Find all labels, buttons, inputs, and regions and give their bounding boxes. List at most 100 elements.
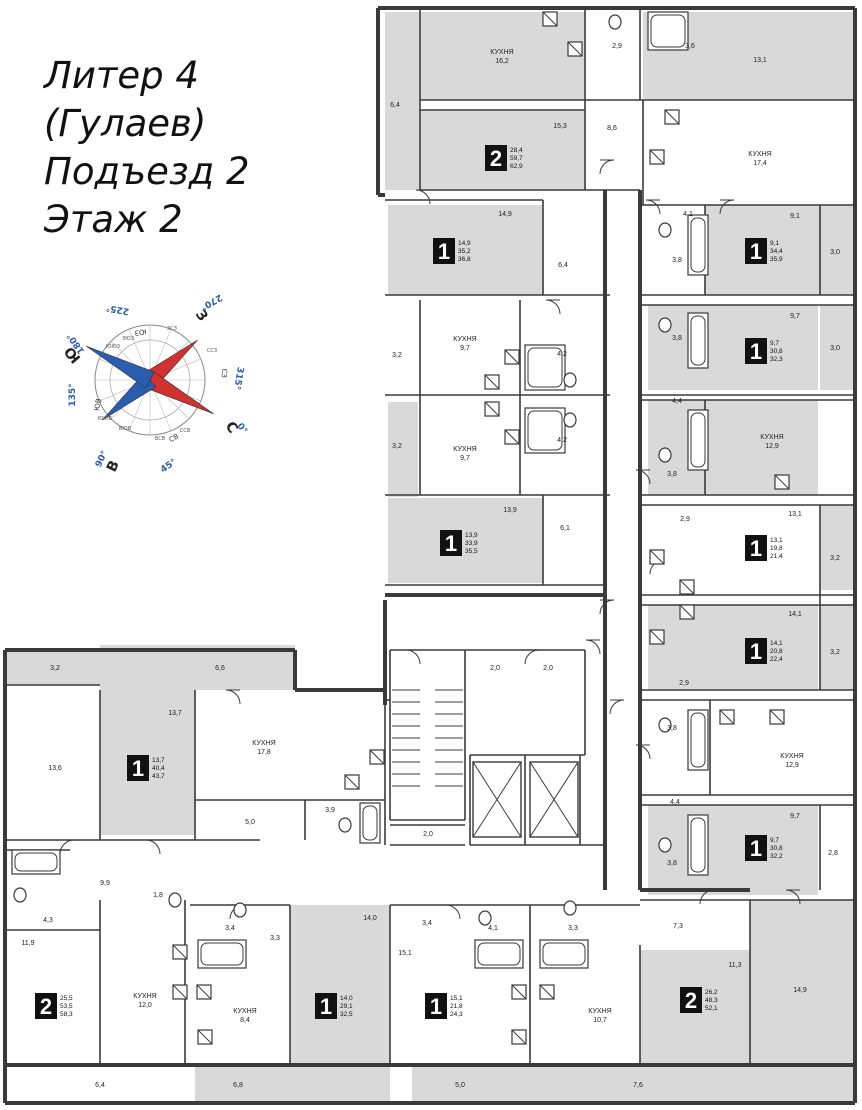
- apartment-area: 33,9: [465, 540, 478, 547]
- compass-degree: 270°: [198, 292, 223, 312]
- room-fills: [5, 12, 855, 1103]
- room-count: 1: [750, 239, 762, 264]
- room-count: 1: [320, 994, 332, 1019]
- apartment-area: 35,2: [458, 248, 471, 255]
- toilet: [478, 910, 492, 926]
- bathtub-inner: [14, 852, 58, 872]
- room-area: 5,0: [245, 819, 255, 826]
- room-area: 9,1: [790, 213, 800, 220]
- room-name: КУХНЯ: [588, 1008, 611, 1015]
- room-fill: [648, 305, 818, 390]
- room-count-badge: [315, 993, 337, 1019]
- door-swing: [635, 744, 651, 760]
- room-area: 4,1: [488, 925, 498, 932]
- elevator-cross: [472, 761, 522, 838]
- room-fill: [820, 605, 855, 690]
- bathtub: [359, 802, 381, 844]
- bathtub-inner: [690, 817, 706, 873]
- bathtub-inner: [362, 805, 378, 841]
- elevator-shaft: [529, 761, 579, 838]
- door-swing: [609, 699, 625, 715]
- room-fill: [412, 1065, 532, 1103]
- room-area: 3,3: [568, 925, 578, 932]
- compass-minor: ВЮВ: [119, 426, 132, 432]
- room-area: 3,3: [270, 935, 280, 942]
- room-count: 1: [750, 639, 762, 664]
- room-area: 1,8: [153, 892, 163, 899]
- compass-degree: 225°: [105, 302, 130, 316]
- toilet: [658, 317, 672, 333]
- apartment-area: 19,8: [770, 545, 783, 552]
- room-area: 7,6: [633, 1082, 643, 1089]
- room-fill: [820, 305, 855, 390]
- bathtub: [647, 11, 689, 51]
- stove-mark: [542, 11, 558, 27]
- room-area: 12,0: [138, 1002, 152, 1009]
- room-count-badge: [745, 238, 767, 264]
- room-area: 3,0: [830, 345, 840, 352]
- room-area: 2,0: [423, 831, 433, 838]
- room-fill: [820, 505, 855, 590]
- room-area: 13,9: [503, 507, 517, 514]
- room-area: 14,9: [498, 211, 512, 218]
- apartment-area: 20,8: [770, 648, 783, 655]
- room-name: КУХНЯ: [453, 336, 476, 343]
- apartment-area: 40,4: [152, 765, 165, 772]
- room-area: 3,0: [830, 249, 840, 256]
- apartment-area: 28,4: [510, 147, 523, 154]
- room-area: 6,4: [95, 1082, 105, 1089]
- room-count: 1: [430, 994, 442, 1019]
- apartment-area: 14,1: [770, 640, 783, 647]
- stove-mark: [504, 349, 520, 365]
- stove-mark: [719, 709, 735, 725]
- room-area: 2,8: [828, 850, 838, 857]
- room-area: 13,1: [788, 511, 802, 518]
- room-count: 2: [490, 146, 502, 171]
- room-area: 15,3: [553, 123, 567, 130]
- stove-mark: [679, 579, 695, 595]
- room-area: 6,6: [215, 665, 225, 672]
- toilet: [658, 717, 672, 733]
- room-area: 3,8: [672, 257, 682, 264]
- door-swing: [445, 904, 461, 920]
- room-area: 9,7: [460, 455, 470, 462]
- room-area: 4,2: [557, 351, 567, 358]
- door-swing: [645, 199, 661, 215]
- room-area: 3,8: [672, 335, 682, 342]
- room-area: 12,9: [765, 443, 779, 450]
- door-swing: [59, 839, 75, 855]
- stove-mark: [769, 709, 785, 725]
- toilet: [13, 887, 27, 903]
- toilet: [563, 900, 577, 916]
- room-area: 4,3: [43, 917, 53, 924]
- room-area: 3,4: [422, 920, 432, 927]
- room-area: 3,2: [392, 443, 402, 450]
- bathtub: [687, 214, 709, 276]
- stove-mark: [484, 401, 500, 417]
- apartment-area: 32,2: [770, 853, 783, 860]
- toilet: [608, 14, 622, 30]
- room-name: КУХНЯ: [133, 993, 156, 1000]
- room-count-badge: [680, 987, 702, 1013]
- toilet: [338, 817, 352, 833]
- room-area: 3,8: [667, 725, 677, 732]
- apartment-area: 43,7: [152, 773, 165, 780]
- room-count: 1: [445, 531, 457, 556]
- door-swing: [585, 639, 601, 655]
- room-name: КУХНЯ: [490, 49, 513, 56]
- compass-minor: ЮЮЗ: [106, 344, 120, 350]
- compass-minor: ССВ: [180, 428, 191, 434]
- room-count: 1: [132, 756, 144, 781]
- compass-intercardinal: СВ: [168, 432, 181, 444]
- fixtures: [11, 11, 790, 1045]
- compass-degree: 315°: [231, 366, 245, 391]
- stove-mark: [172, 984, 188, 1000]
- room-count-badge: [440, 530, 462, 556]
- apartment-area: 34,4: [770, 248, 783, 255]
- bathtub-inner: [690, 217, 706, 273]
- room-area: 3,2: [50, 665, 60, 672]
- stove-mark: [539, 984, 555, 1000]
